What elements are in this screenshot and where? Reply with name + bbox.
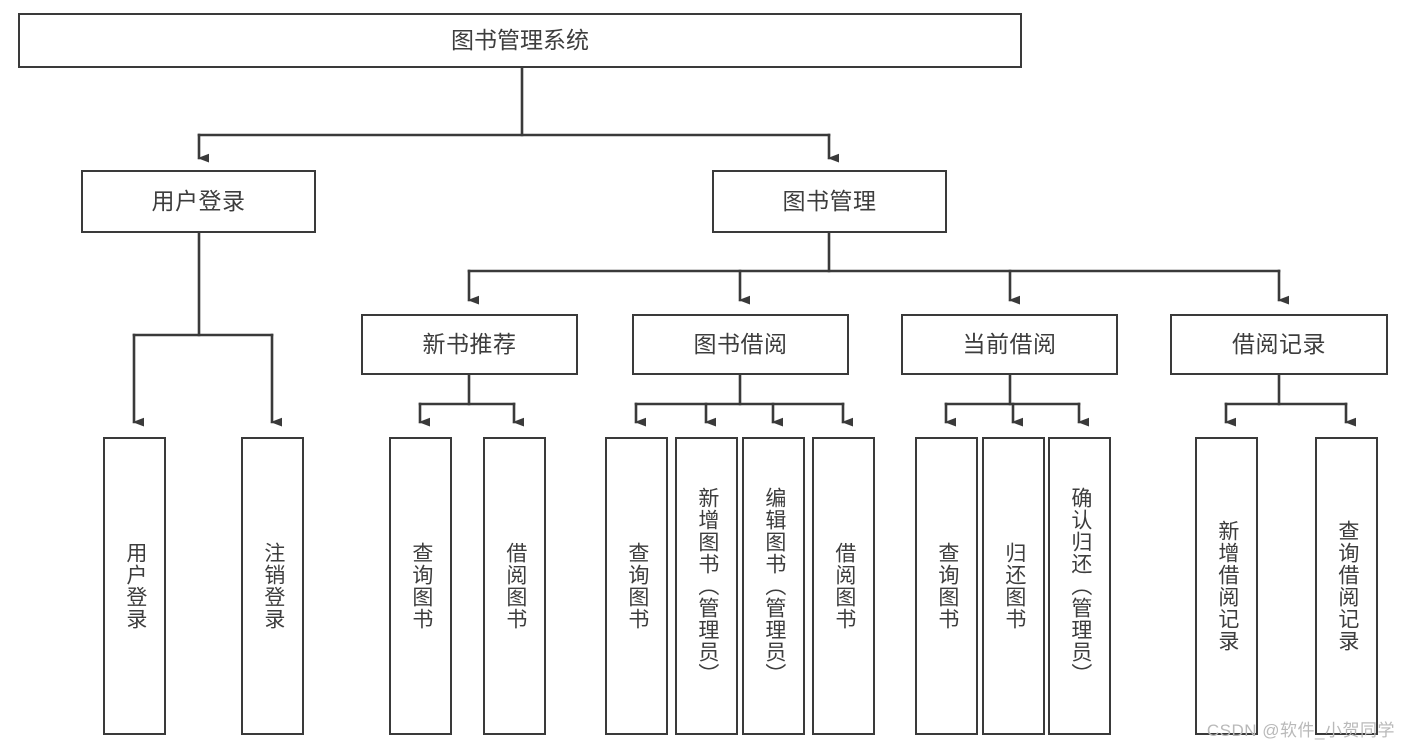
- node-label: 借阅图书: [503, 542, 527, 630]
- node-label: 图书管理系统: [451, 26, 589, 53]
- leaf-current-borrow-query[interactable]: 查询图书: [915, 437, 978, 735]
- node-label: 查询图书: [935, 542, 959, 630]
- node-label: 新增图书（管理员）: [695, 487, 719, 685]
- leaf-user-login-logout[interactable]: 注销登录: [241, 437, 304, 735]
- node-book-borrow[interactable]: 图书借阅: [632, 314, 849, 375]
- leaf-user-login-login[interactable]: 用户登录: [103, 437, 166, 735]
- leaf-borrow-record-add[interactable]: 新增借阅记录: [1195, 437, 1258, 735]
- node-borrow-record[interactable]: 借阅记录: [1170, 314, 1388, 375]
- leaf-current-borrow-confirm-return[interactable]: 确认归还（管理员）: [1048, 437, 1111, 735]
- node-label: 查询借阅记录: [1335, 520, 1359, 652]
- leaf-borrow-record-query[interactable]: 查询借阅记录: [1315, 437, 1378, 735]
- node-label: 新书推荐: [422, 330, 517, 357]
- node-label: 借阅记录: [1232, 330, 1326, 357]
- leaf-current-borrow-return[interactable]: 归还图书: [982, 437, 1045, 735]
- node-label: 当前借阅: [962, 330, 1057, 357]
- leaf-book-borrow-add[interactable]: 新增图书（管理员）: [675, 437, 738, 735]
- node-label: 查询图书: [625, 542, 649, 630]
- node-label: 新增借阅记录: [1215, 520, 1239, 652]
- node-root-book-management-system[interactable]: 图书管理系统: [18, 13, 1022, 68]
- leaf-new-book-query[interactable]: 查询图书: [389, 437, 452, 735]
- node-label: 注销登录: [261, 542, 285, 630]
- leaf-book-borrow-query[interactable]: 查询图书: [605, 437, 668, 735]
- leaf-new-book-borrow[interactable]: 借阅图书: [483, 437, 546, 735]
- leaf-book-borrow-borrow[interactable]: 借阅图书: [812, 437, 875, 735]
- node-label: 用户登录: [151, 187, 246, 214]
- node-new-book-recommend[interactable]: 新书推荐: [361, 314, 578, 375]
- node-label: 图书借阅: [693, 330, 788, 357]
- node-label: 归还图书: [1002, 542, 1026, 630]
- node-label: 用户登录: [123, 542, 147, 630]
- node-user-login[interactable]: 用户登录: [81, 170, 316, 233]
- node-current-borrow[interactable]: 当前借阅: [901, 314, 1118, 375]
- node-label: 编辑图书（管理员）: [762, 487, 786, 685]
- node-label: 图书管理: [782, 187, 877, 214]
- node-book-management[interactable]: 图书管理: [712, 170, 947, 233]
- watermark-text: CSDN @软件_小贺同学: [1206, 721, 1395, 740]
- node-label: 确认归还（管理员）: [1068, 487, 1092, 685]
- leaf-book-borrow-edit[interactable]: 编辑图书（管理员）: [742, 437, 805, 735]
- node-label: 查询图书: [409, 542, 433, 630]
- node-label: 借阅图书: [832, 542, 856, 630]
